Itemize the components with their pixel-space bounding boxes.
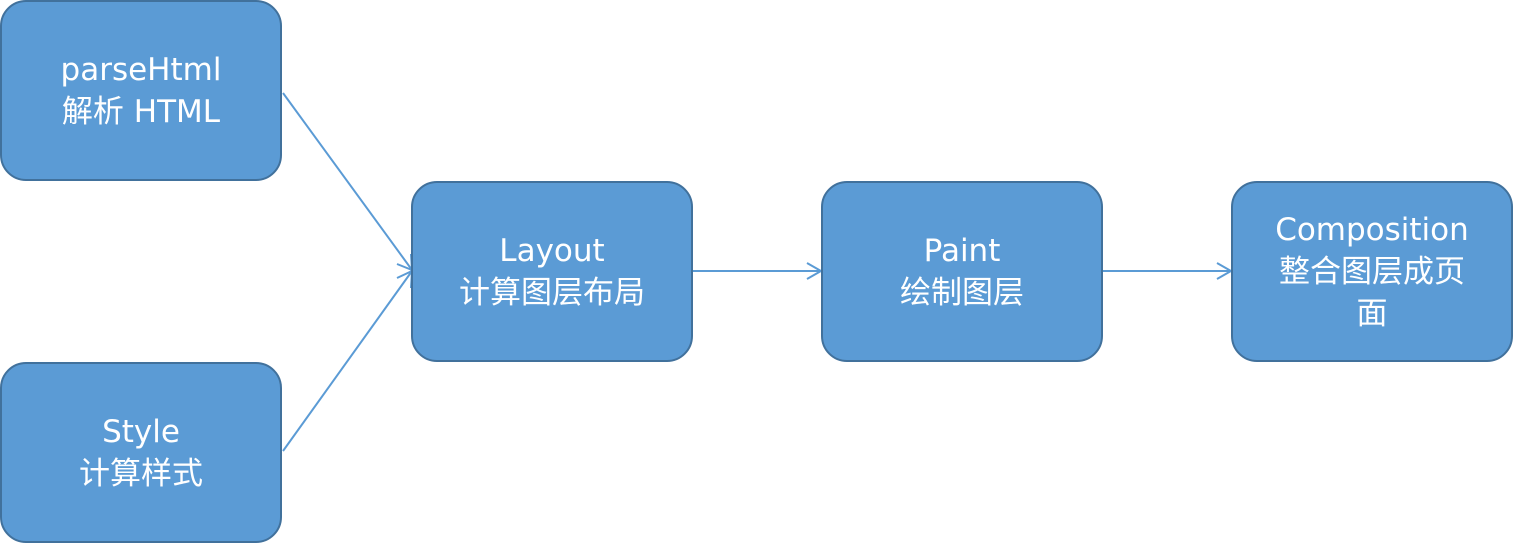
edge-style-to-layout [282,270,413,452]
node-composition-title: Composition [1275,211,1469,248]
node-style-title: Style [102,413,180,450]
node-style-subtitle: 计算样式 [79,455,203,492]
node-style: Style 计算样式 [0,362,282,543]
node-composition-subtitle: 整合图层成页 [1279,253,1465,290]
node-parse-html-title: parseHtml [60,51,222,88]
node-composition: Composition 整合图层成页 面 [1231,181,1513,362]
edge-parse-to-layout [282,92,413,271]
node-paint: Paint 绘制图层 [821,181,1103,362]
node-layout: Layout 计算图层布局 [411,181,693,362]
node-paint-title: Paint [923,232,1001,269]
node-parse-html-subtitle: 解析 HTML [61,93,221,130]
node-composition-subtitle-cont: 面 [1356,295,1388,332]
node-parse-html: parseHtml 解析 HTML [0,0,282,181]
node-paint-subtitle: 绘制图层 [900,274,1024,311]
node-layout-subtitle: 计算图层布局 [459,274,645,311]
node-layout-title: Layout [499,232,605,269]
